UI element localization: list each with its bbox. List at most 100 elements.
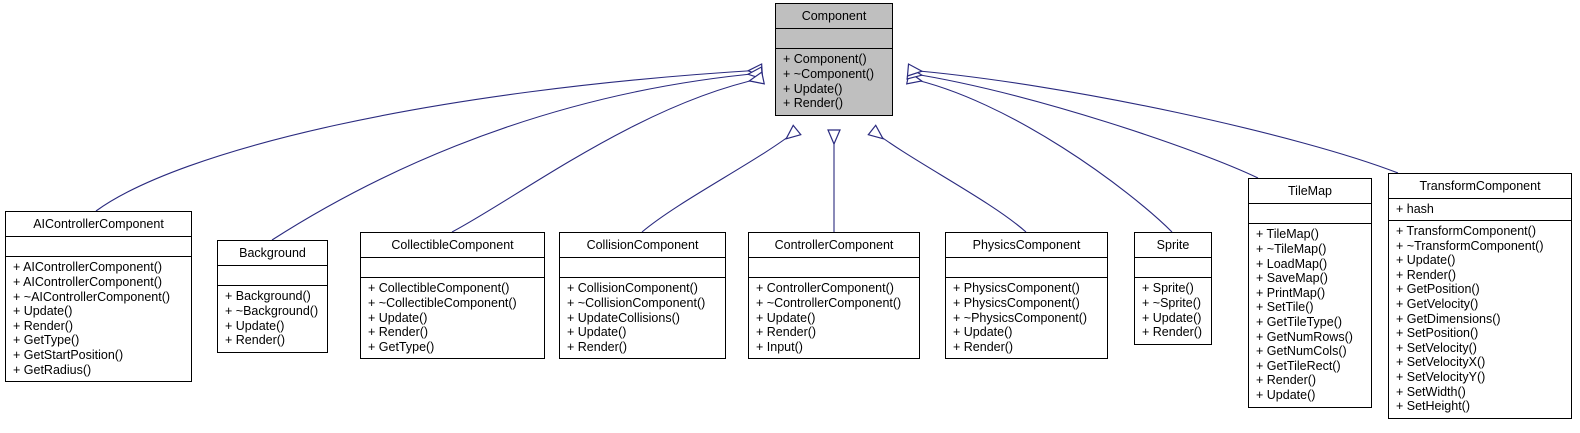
class-operations-background: + Background() + ~Background() + Update(… xyxy=(218,286,327,351)
class-name-controllercomponent: ControllerComponent xyxy=(749,233,919,259)
class-member: + GetRadius() xyxy=(13,362,92,377)
class-node-physicscomponent[interactable]: PhysicsComponent + PhysicsComponent() + … xyxy=(945,232,1108,360)
class-member: + SaveMap() xyxy=(1256,271,1328,286)
class-member: + GetVelocity() xyxy=(1396,296,1479,311)
class-node-collectiblecomponent[interactable]: CollectibleComponent + CollectibleCompon… xyxy=(360,232,545,360)
class-member: + Render() xyxy=(225,333,286,348)
class-member: + SetVelocityX() xyxy=(1396,355,1486,370)
class-name-aicontrollercomponent: AIControllerComponent xyxy=(6,212,191,238)
class-operations-sprite: + Sprite() + ~Sprite() + Update() + Rend… xyxy=(1135,278,1211,343)
class-member: + GetType() xyxy=(13,333,80,348)
class-member: + Render() xyxy=(1256,373,1317,388)
edge-background-component xyxy=(271,73,762,241)
class-attributes-component xyxy=(776,29,892,50)
edge-collisioncomponent-component xyxy=(641,130,797,233)
class-member: + ~TileMap() xyxy=(1256,241,1327,256)
class-member: + TransformComponent() xyxy=(1396,223,1536,238)
class-node-collisioncomponent[interactable]: CollisionComponent + CollisionComponent(… xyxy=(559,232,726,360)
class-member: + Render() xyxy=(1396,267,1457,282)
class-member: + SetVelocity() xyxy=(1396,340,1477,355)
class-attributes-tilemap xyxy=(1249,204,1371,225)
edge-collectiblecomponent-component xyxy=(451,78,763,233)
class-member: + CollectibleComponent() xyxy=(368,281,510,296)
class-attributes-collectiblecomponent xyxy=(361,258,544,279)
class-member: + Input() xyxy=(756,339,803,354)
class-member: + Update() xyxy=(1142,310,1202,325)
class-attributes-sprite xyxy=(1135,258,1211,279)
class-member: + PhysicsComponent() xyxy=(953,281,1080,296)
class-member: + GetTileType() xyxy=(1256,314,1343,329)
class-member: + Render() xyxy=(756,325,817,340)
class-attributes-aicontrollercomponent xyxy=(6,237,191,258)
class-operations-transformcomponent: + TransformComponent() + ~TransformCompo… xyxy=(1389,221,1571,418)
class-operations-aicontrollercomponent: + AIControllerComponent() + AIController… xyxy=(6,257,191,381)
class-member: + AIControllerComponent() xyxy=(13,260,163,275)
class-member: + SetHeight() xyxy=(1396,399,1470,414)
class-name-transformcomponent: TransformComponent xyxy=(1389,174,1571,200)
class-operations-collectiblecomponent: + CollectibleComponent() + ~CollectibleC… xyxy=(361,278,544,358)
class-name-background: Background xyxy=(218,241,327,267)
class-node-controllercomponent[interactable]: ControllerComponent + ControllerComponen… xyxy=(748,232,920,360)
class-member: + GetNumCols() xyxy=(1256,344,1347,359)
class-name-physicscomponent: PhysicsComponent xyxy=(946,233,1107,259)
class-node-transformcomponent[interactable]: TransformComponent + hash + TransformCom… xyxy=(1388,173,1572,419)
class-member: + PrintMap() xyxy=(1256,285,1326,300)
class-member: + Update() xyxy=(225,318,285,333)
class-member: + LoadMap() xyxy=(1256,256,1328,271)
class-member: + ~AIControllerComponent() xyxy=(13,289,171,304)
class-member: + Update() xyxy=(1256,387,1316,402)
class-member: + SetVelocityY() xyxy=(1396,369,1486,384)
class-node-tilemap[interactable]: TileMap + TileMap() + ~TileMap() + LoadM… xyxy=(1248,178,1372,408)
class-member: + AIControllerComponent() xyxy=(13,274,163,289)
class-operations-physicscomponent: + PhysicsComponent() + PhysicsComponent(… xyxy=(946,278,1107,358)
class-member: + SetPosition() xyxy=(1396,326,1479,341)
class-operations-controllercomponent: + ControllerComponent() + ~ControllerCom… xyxy=(749,278,919,358)
class-member: + Sprite() xyxy=(1142,281,1194,296)
class-member: + TileMap() xyxy=(1256,227,1319,242)
class-name-sprite: Sprite xyxy=(1135,233,1211,259)
class-member: + Render() xyxy=(953,339,1014,354)
class-member: + SetWidth() xyxy=(1396,384,1466,399)
class-member: + Update() xyxy=(756,310,816,325)
class-member: + Render() xyxy=(783,96,844,111)
class-member: + Update() xyxy=(953,325,1013,340)
class-member: + Update() xyxy=(783,81,843,96)
class-node-sprite[interactable]: Sprite + Sprite() + ~Sprite() + Update()… xyxy=(1134,232,1212,345)
class-member: + GetDimensions() xyxy=(1396,311,1501,326)
class-member: + hash xyxy=(1396,202,1434,217)
class-name-component: Component xyxy=(776,4,892,30)
class-name-tilemap: TileMap xyxy=(1249,179,1371,205)
class-member: + Component() xyxy=(783,52,867,67)
class-operations-component: + Component() + ~Component() + Update() … xyxy=(776,49,892,114)
class-member: + UpdateCollisions() xyxy=(567,310,680,325)
class-attributes-physicscomponent xyxy=(946,258,1107,279)
class-member: + Update() xyxy=(1396,253,1456,268)
class-member: + GetType() xyxy=(368,339,435,354)
class-node-background[interactable]: Background + Background() + ~Background(… xyxy=(217,240,328,353)
class-member: + ~Sprite() xyxy=(1142,295,1202,310)
class-name-collectiblecomponent: CollectibleComponent xyxy=(361,233,544,259)
class-node-aicontrollercomponent[interactable]: AIControllerComponent + AIControllerComp… xyxy=(5,211,192,383)
class-member: + ~CollectibleComponent() xyxy=(368,295,517,310)
class-member: + ~Background() xyxy=(225,303,319,318)
class-attributes-transformcomponent: + hash xyxy=(1389,199,1571,221)
class-member: + CollisionComponent() xyxy=(567,281,698,296)
class-node-component[interactable]: Component + Component() + ~Component() +… xyxy=(775,3,893,116)
class-member: + ~TransformComponent() xyxy=(1396,238,1544,253)
edge-aicontrollercomponent-component xyxy=(95,70,762,212)
class-member: + Update() xyxy=(368,310,428,325)
class-member: + PhysicsComponent() xyxy=(953,295,1080,310)
class-member: + ~ControllerComponent() xyxy=(756,295,902,310)
class-member: + GetPosition() xyxy=(1396,282,1480,297)
class-operations-collisioncomponent: + CollisionComponent() + ~CollisionCompo… xyxy=(560,278,725,358)
class-name-collisioncomponent: CollisionComponent xyxy=(560,233,725,259)
class-member: + GetTileRect() xyxy=(1256,358,1341,373)
class-member: + GetNumRows() xyxy=(1256,329,1353,344)
class-attributes-background xyxy=(218,266,327,287)
class-attributes-controllercomponent xyxy=(749,258,919,279)
class-member: + Render() xyxy=(567,339,628,354)
class-attributes-collisioncomponent xyxy=(560,258,725,279)
class-member: + SetTile() xyxy=(1256,300,1314,315)
class-member: + GetStartPosition() xyxy=(13,347,124,362)
